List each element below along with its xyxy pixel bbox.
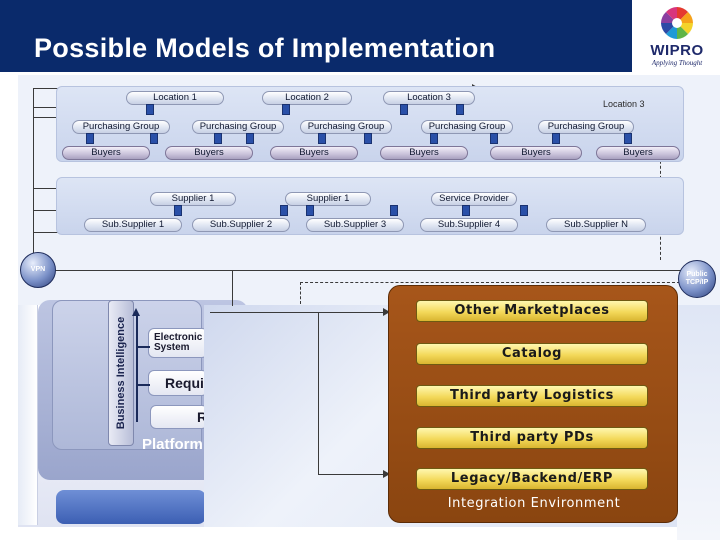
backbone-line [54,270,684,271]
title-bar: Possible Models of Implementation [0,0,632,72]
electronic-system-box: Electronic System [148,328,208,358]
location-pill: Location 1 [126,91,224,105]
buyers-pill: Buyers [62,146,150,160]
wipro-logo: WIPRO Applying Thought [640,4,714,70]
buyers-pill: Buyers [490,146,582,160]
connector-block [364,133,372,144]
connector-block [520,205,528,216]
platform-base-pad [56,490,206,524]
vpn-label: VPN [30,266,46,273]
public-network-label: Public TCP/IP [685,271,709,286]
location-pill: Location 2 [262,91,352,105]
arrow-line [136,316,138,422]
integration-item-third-party-logistics: Third party Logistics [416,385,648,407]
connector-block [246,133,254,144]
flower-logo-icon [661,7,693,39]
integration-item-third-party-pds: Third party PDs [416,427,648,449]
supplier-pill: Supplier 1 [150,192,236,206]
connector-block [150,133,158,144]
integration-environment-label: Integration Environment [447,496,621,511]
integration-environment-panel: Other Marketplaces Catalog Third party L… [388,285,678,523]
connector-block [146,104,154,115]
vpn-trunk-line [33,88,34,258]
buyers-pill: Buyers [380,146,468,160]
purchasing-group-pill: Purchasing Group [300,120,392,134]
slide-header: Possible Models of Implementation WIPRO [0,0,720,75]
connector-block [462,205,470,216]
sub-supplier-pill: Sub.Supplier 2 [192,218,290,232]
link-line [318,312,319,474]
location-3-outside-label: Location 3 [603,99,645,109]
service-provider-pill: Service Provider [431,192,517,206]
arrow-right-icon [383,308,390,316]
connector-block [214,133,222,144]
buyers-pill: Buyers [165,146,253,160]
integration-item-legacy-backend-erp: Legacy/Backend/ERP [416,468,648,490]
purchasing-group-pill: Purchasing Group [421,120,513,134]
business-intelligence-label: Business Intelligence [115,316,127,430]
sub-supplier-pill: Sub.Supplier N [546,218,646,232]
connector-block [430,133,438,144]
sub-supplier-pill: Sub.Supplier 1 [84,218,182,232]
slide-title: Possible Models of Implementation [34,33,496,63]
connector-block [400,104,408,115]
connector-block [456,104,464,115]
right-edge-strip [677,305,720,540]
requisition-box: Requi [148,370,208,396]
location-pill: Location 3 [383,91,475,105]
dashed-line [300,282,301,304]
buyers-pill: Buyers [596,146,680,160]
link-line [210,312,386,313]
system-label: System [154,342,190,353]
connector-block [280,205,288,216]
integration-item-catalog: Catalog [416,343,648,365]
r-box: R [150,405,208,429]
arrow-line [138,346,150,348]
requisition-label: Requi [165,375,204,391]
arrow-line [138,384,150,386]
sub-supplier-pill: Sub.Supplier 3 [306,218,404,232]
platform-label: Platform [142,436,203,453]
public-network-globe-icon: Public TCP/IP [678,260,716,298]
link-line [232,270,233,306]
connector-block [282,104,290,115]
r-label: R [197,409,208,425]
connector-block [390,205,398,216]
connector-block [306,205,314,216]
connector-block [490,133,498,144]
buyers-pill: Buyers [270,146,358,160]
logo-wordmark: WIPRO [650,42,704,59]
arrow-right-icon [383,470,390,478]
purchasing-group-pill: Purchasing Group [192,120,284,134]
purchasing-group-pill: Purchasing Group [72,120,170,134]
purchasing-group-pill: Purchasing Group [538,120,634,134]
connector-block [552,133,560,144]
sub-supplier-pill: Sub.Supplier 4 [420,218,518,232]
left-shade [18,305,38,525]
dashed-line [300,282,680,283]
vpn-globe-icon: VPN [20,252,56,288]
integration-item-other-marketplaces: Other Marketplaces [416,300,648,322]
business-intelligence-bar [108,300,134,446]
connector-block [318,133,326,144]
electronic-label: Electronic [154,332,203,343]
connector-block [624,133,632,144]
connector-block [174,205,182,216]
logo-tagline: Applying Thought [651,59,703,67]
connector-block [86,133,94,144]
supplier-pill: Supplier 1 [285,192,371,206]
up-arrow-icon [132,308,140,316]
link-line [318,474,386,475]
